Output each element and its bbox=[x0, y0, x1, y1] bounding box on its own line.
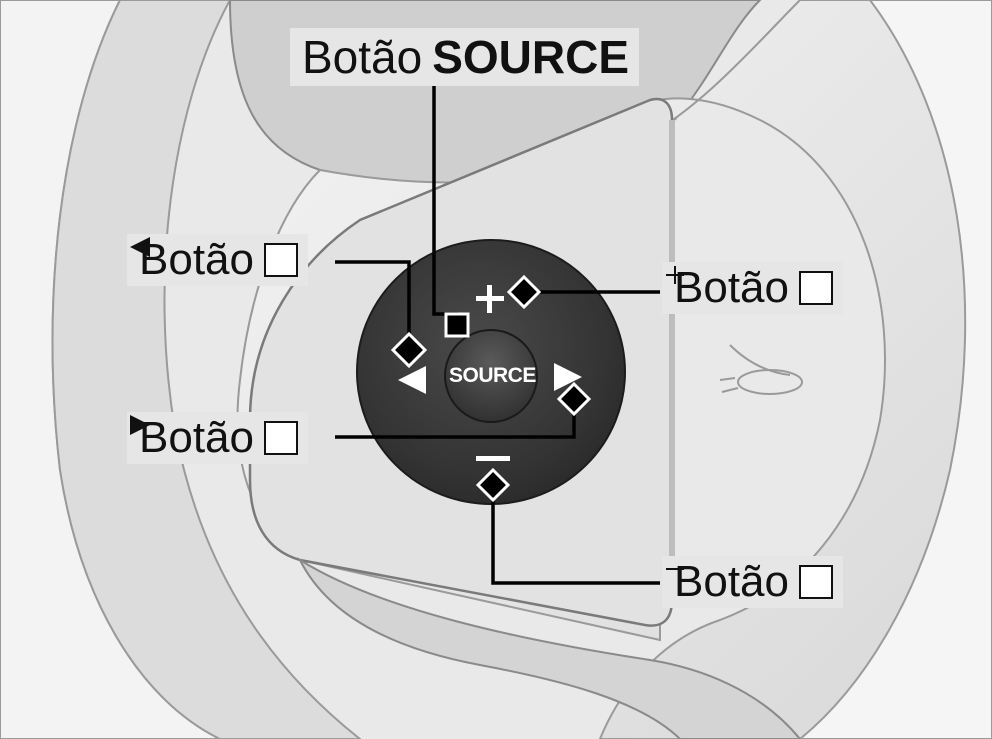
lower-contour bbox=[297, 557, 802, 739]
source-button[interactable] bbox=[444, 329, 538, 423]
left-triangle-icon bbox=[130, 237, 298, 277]
callout-minus-word: Botão bbox=[674, 557, 789, 606]
callout-source-name: SOURCE bbox=[432, 31, 630, 83]
marker-source bbox=[444, 312, 470, 338]
callout-plus-word: Botão bbox=[674, 263, 789, 312]
marker-minus bbox=[475, 467, 511, 503]
callout-source: Botão SOURCE bbox=[290, 28, 640, 86]
marker-plus bbox=[506, 274, 542, 310]
wheel-rim-right bbox=[798, 0, 992, 739]
marker-left bbox=[390, 331, 428, 369]
right-arrow-symbol bbox=[554, 363, 582, 391]
leader-minus bbox=[491, 484, 660, 585]
marker-right bbox=[556, 381, 592, 417]
callout-plus-button: Botão bbox=[662, 262, 843, 314]
right-triangle-icon bbox=[130, 415, 298, 455]
callout-source-word: Botão bbox=[302, 31, 423, 83]
source-button-label: SOURCE bbox=[449, 364, 536, 387]
minus-symbol bbox=[476, 456, 510, 461]
minus-box-icon bbox=[666, 565, 833, 599]
leader-markers bbox=[390, 274, 592, 503]
plus-symbol-v bbox=[487, 285, 492, 313]
callout-left-button: Botão bbox=[127, 234, 308, 286]
callout-right-word: Botão bbox=[139, 413, 254, 462]
plus-box-icon bbox=[666, 266, 833, 305]
callout-right-button: Botão bbox=[127, 412, 308, 464]
horn-icon bbox=[719, 344, 803, 395]
left-arrow-symbol bbox=[398, 366, 426, 394]
callout-left-word: Botão bbox=[139, 235, 254, 284]
callout-minus-button: Botão bbox=[662, 556, 843, 608]
leader-left bbox=[335, 260, 411, 350]
